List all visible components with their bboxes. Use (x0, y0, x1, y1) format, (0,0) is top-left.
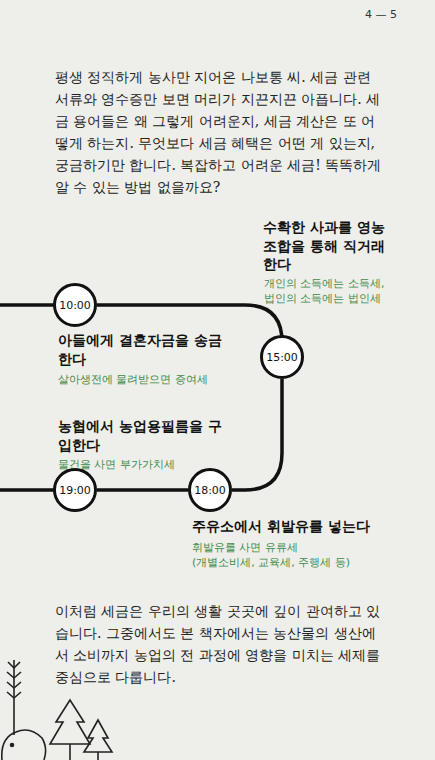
tax-note: 물건을 사면 부가가치세 (58, 457, 258, 472)
time-circle: 18:00 (188, 468, 232, 512)
track-ends (0, 305, 56, 490)
time-label: 10:00 (59, 299, 91, 312)
time-circle: 15:00 (260, 335, 304, 379)
tax-note: 휘발유를 사면 유류세 (192, 540, 422, 555)
tax-note: (개별소비세, 교육세, 주행세 등) (192, 555, 422, 570)
time-label: 19:00 (59, 484, 91, 497)
tax-note: 살아생전에 물려받으면 증여세 (58, 372, 258, 387)
time-circle: 10:00 (53, 283, 97, 327)
event-heading: 농협에서 농업용필름을 구입한다 (58, 417, 223, 454)
intro-paragraph: 평생 정직하게 농사만 지어온 나보통 씨. 세금 관련 서류와 영수증만 보면… (55, 66, 387, 198)
event-heading: 아들에게 결혼자금을 송금한다 (58, 331, 223, 368)
time-label: 15:00 (266, 351, 298, 364)
track-line (97, 490, 188, 491)
event-heading: 수확한 사과를 영농조합을 통해 직거래한다 (263, 218, 391, 274)
time-label: 18:00 (194, 484, 226, 497)
closing-paragraph: 이처럼 세금은 우리의 생활 곳곳에 깊이 관여하고 있습니다. 그중에서도 본… (55, 600, 387, 688)
tax-note: 개인의 소득에는 소득세, (264, 276, 424, 291)
tax-note: 법인의 소득에는 법인세 (264, 291, 424, 306)
page-number: 4 — 5 (365, 8, 425, 21)
time-circle: 19:00 (53, 468, 97, 512)
track-line (232, 379, 282, 490)
event-heading: 주유소에서 휘발유를 넣는다 (192, 517, 422, 536)
